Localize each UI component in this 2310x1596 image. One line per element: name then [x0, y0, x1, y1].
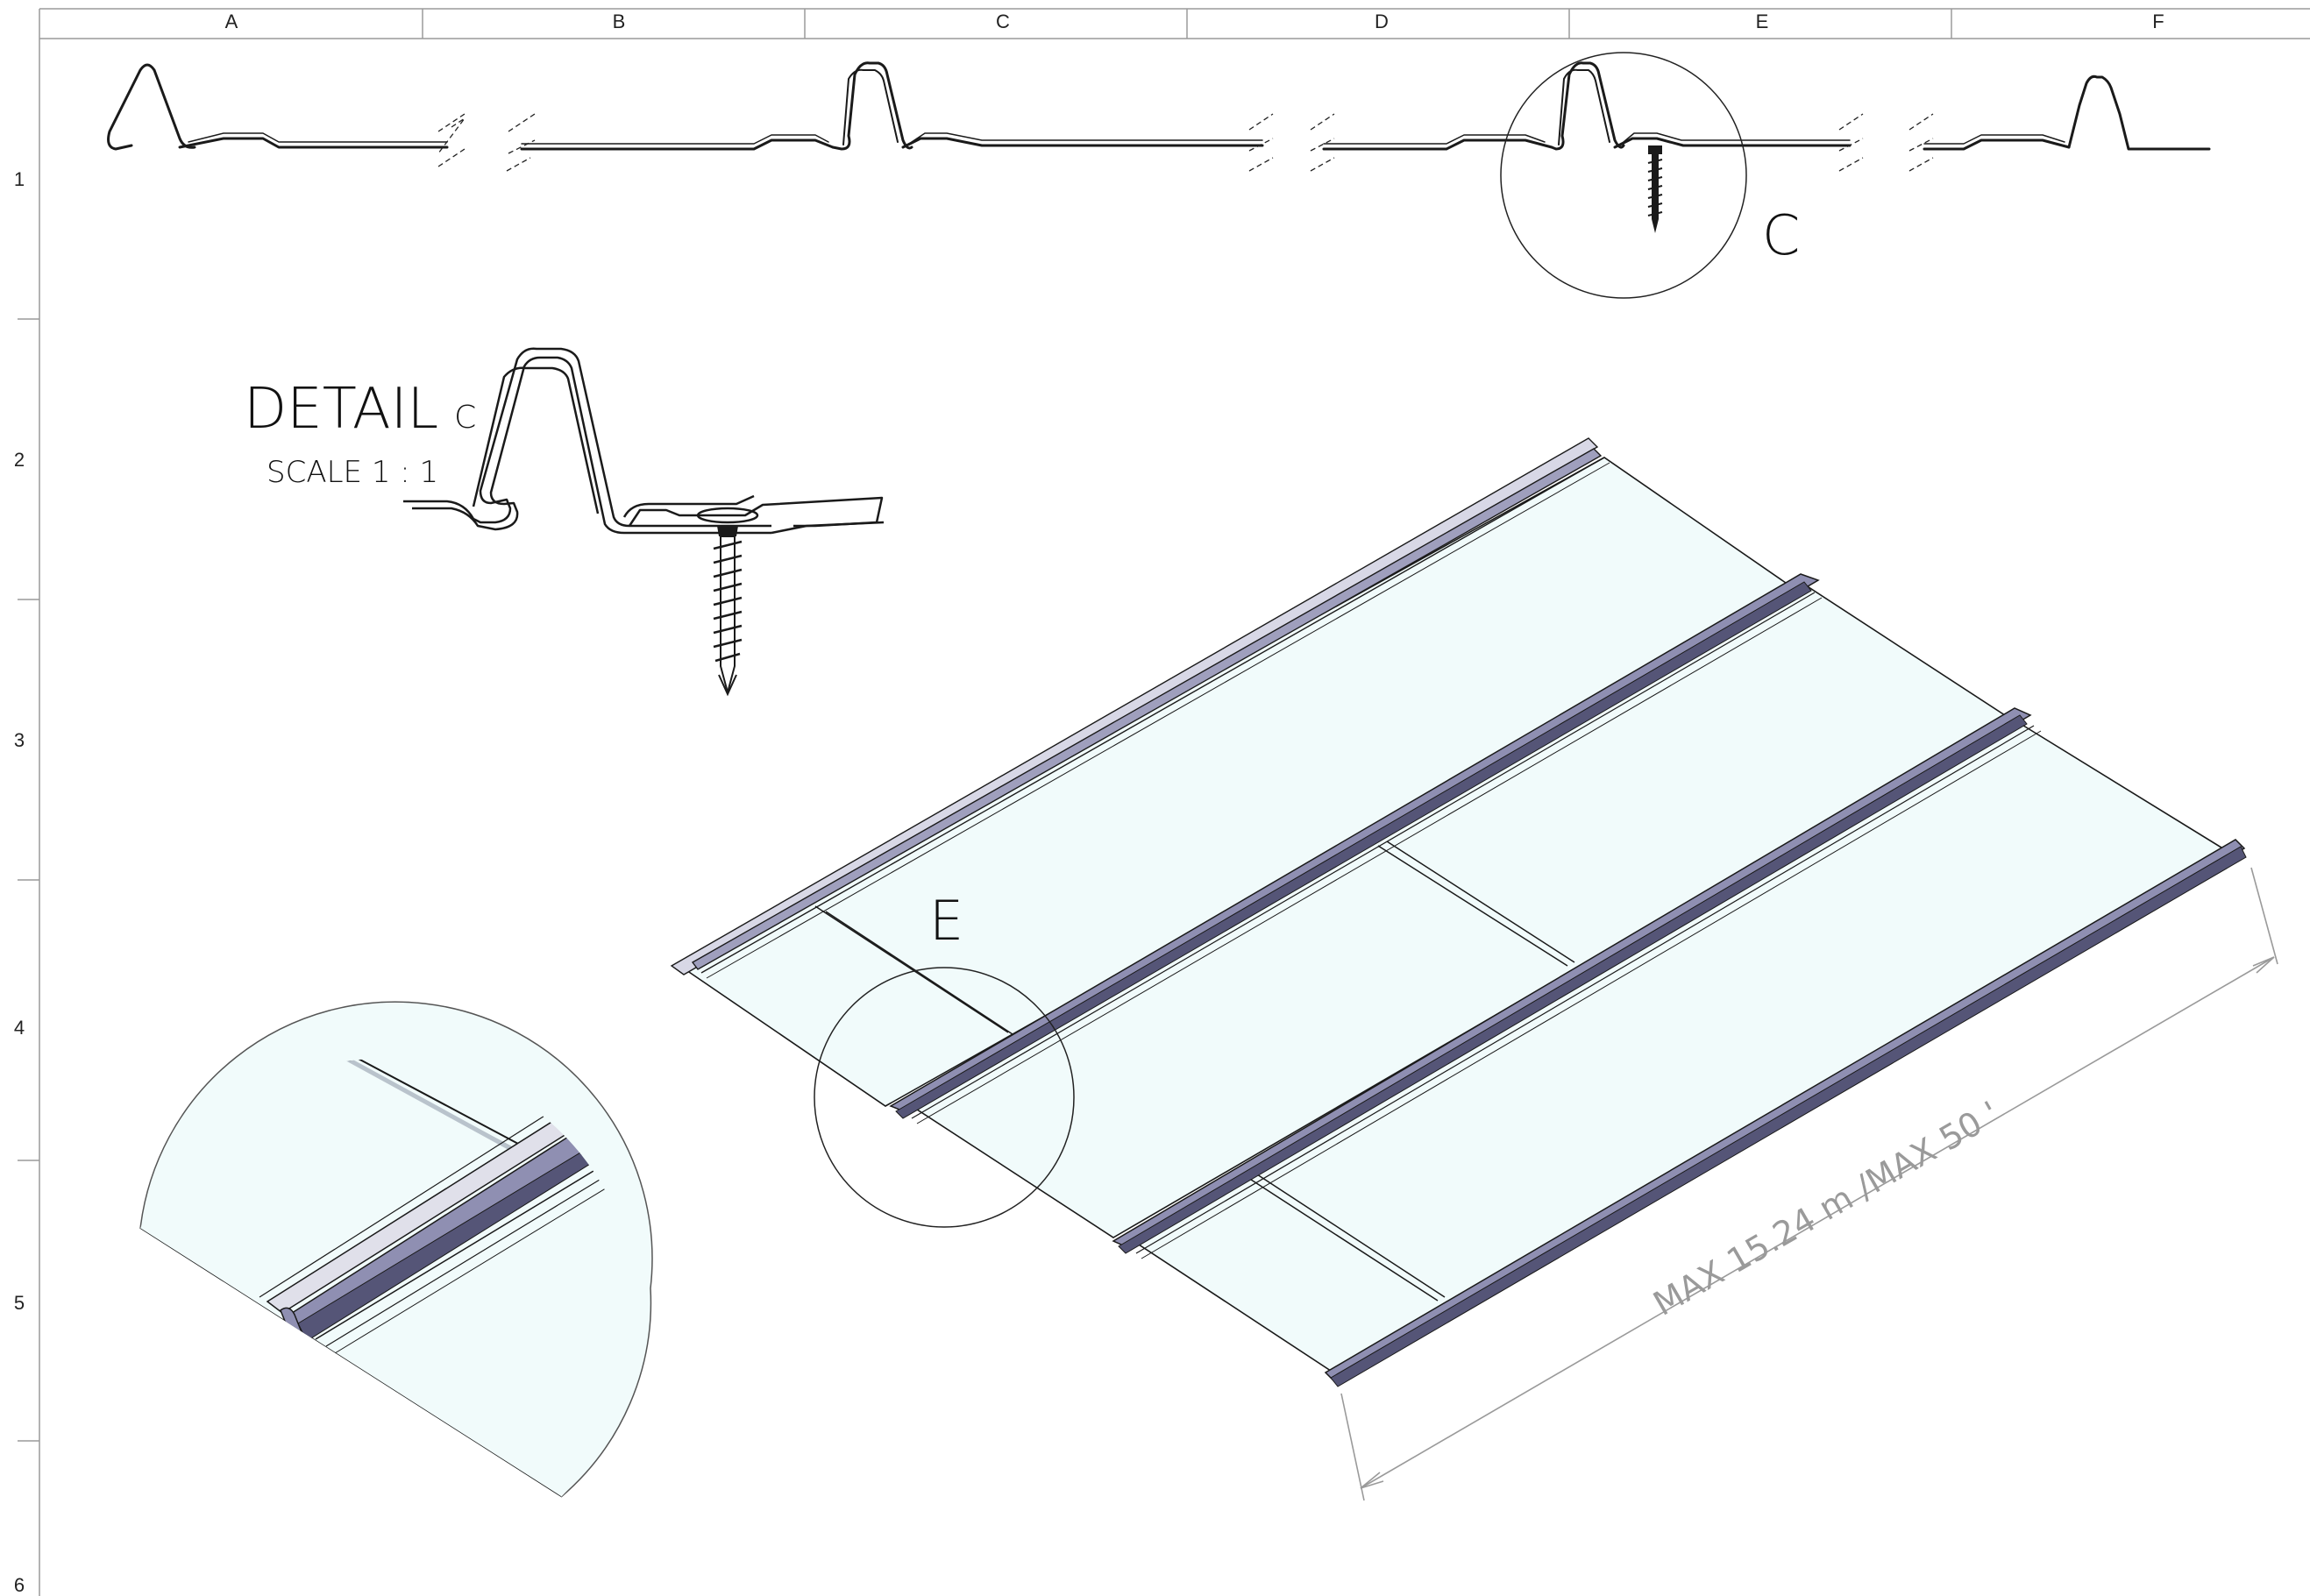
detail-title-letter: C — [454, 400, 476, 436]
column-label: B — [613, 11, 626, 32]
panel-profile-section — [107, 61, 2211, 151]
detail-e-callout: E — [814, 889, 1075, 1228]
panel-segment-c-inner — [911, 132, 1263, 143]
detail-title-main: DETAIL — [244, 377, 438, 442]
panel-segment-e — [1613, 137, 1852, 149]
purlin-lines — [814, 841, 1575, 1302]
fastener-top — [1647, 145, 1663, 233]
seam-rib-3 — [1112, 707, 2042, 1259]
isometric-roof-assembly: MAX 15.24 m /MAX 50 ' E — [670, 437, 2278, 1501]
rib-profile-e-inner — [1558, 68, 1610, 145]
panel-segment-f — [1923, 138, 2071, 151]
row-label: 1 — [14, 168, 25, 190]
rib-profile-e — [1550, 61, 1625, 151]
break-lines — [437, 113, 1934, 172]
callout-label-c: C — [1762, 203, 1800, 267]
seam-rib-2 — [889, 573, 1823, 1124]
column-label: E — [1756, 11, 1769, 32]
column-labels: A B C D E F — [225, 11, 2164, 32]
column-label: A — [225, 11, 238, 32]
panel-segment-a — [178, 137, 449, 149]
detail-title: DETAIL C — [244, 377, 476, 442]
detail-c-view: DETAIL C SCALE 1 : 1 — [244, 347, 885, 697]
row-label: 4 — [14, 1017, 25, 1039]
panel-segment-a-inner — [188, 132, 448, 143]
column-label: C — [996, 11, 1010, 32]
rib-profile-a — [107, 63, 196, 151]
detail-scale: SCALE 1 : 1 — [267, 455, 438, 490]
seam-rib-1 — [670, 437, 1610, 979]
row-label: 2 — [14, 449, 25, 471]
panel-segment-f-inner — [1923, 134, 2065, 145]
panel-segment-e-inner — [1623, 132, 1851, 143]
rib-profile-c-inner — [842, 68, 899, 145]
callout-label-e: E — [929, 889, 963, 953]
rib-profile-f — [2067, 74, 2211, 151]
row-label: 6 — [14, 1574, 25, 1596]
seam-rib-4 — [1324, 839, 2247, 1387]
rib-profile-c — [831, 61, 913, 151]
panel-segment-d — [1322, 138, 1553, 151]
detail-c-profile — [403, 347, 885, 535]
panel-segment-b — [520, 138, 835, 151]
row-labels: 1 2 3 4 5 6 — [14, 168, 25, 1596]
length-dimension — [1340, 867, 2278, 1501]
detail-e-view — [139, 1001, 653, 1498]
sheet-border — [18, 8, 2310, 1596]
detail-c-callout: C — [1500, 52, 1800, 299]
column-label: F — [2152, 11, 2164, 32]
row-label: 3 — [14, 729, 25, 751]
column-label: D — [1375, 11, 1389, 32]
panel-segment-d-inner — [1323, 134, 1546, 145]
panel-segment-c — [901, 137, 1264, 149]
row-label: 5 — [14, 1292, 25, 1314]
detail-c-screw — [713, 526, 743, 697]
panel-segment-b-inner — [521, 134, 829, 145]
